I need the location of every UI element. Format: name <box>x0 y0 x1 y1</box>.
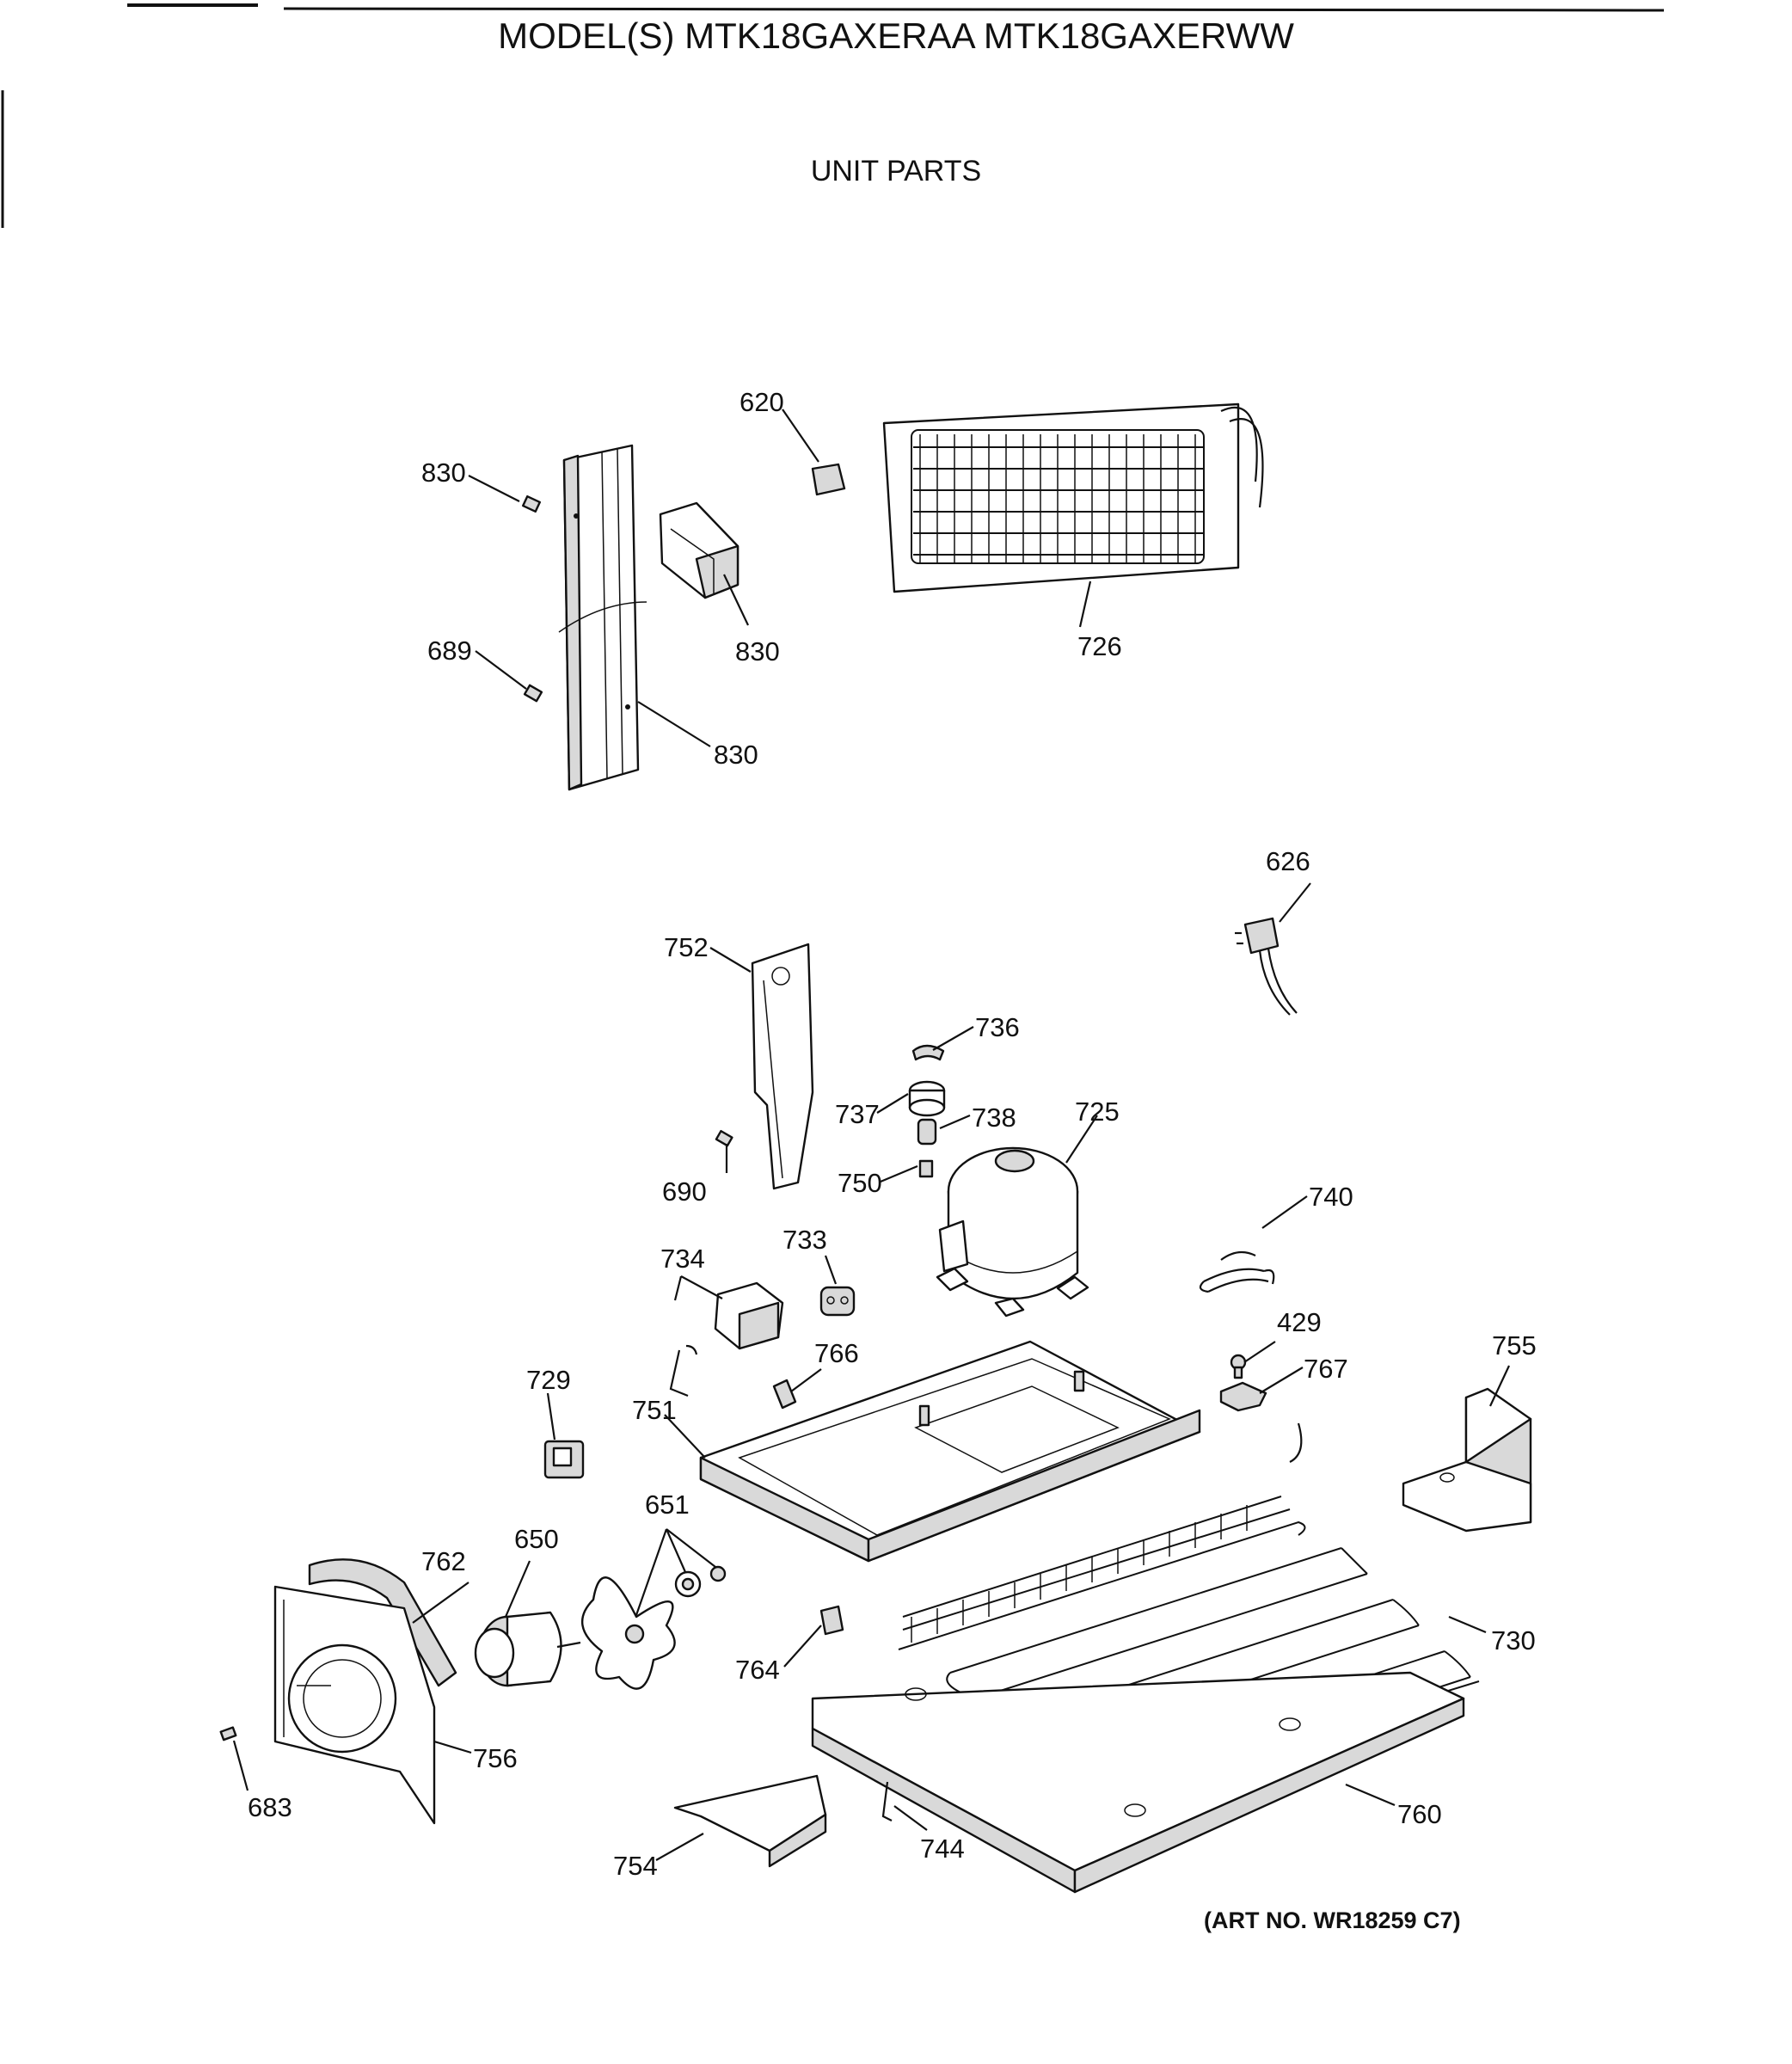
part-756-fan-shroud <box>273 1585 436 1825</box>
callout-683: 683 <box>248 1792 292 1822</box>
part-620-clip <box>811 463 846 496</box>
part-690-screw <box>715 1129 733 1147</box>
part-830-channel <box>558 444 647 791</box>
part-767-clip <box>1219 1381 1267 1412</box>
callout-626: 626 <box>1266 846 1310 876</box>
part-651-fan-blade <box>581 1576 676 1690</box>
callout-830-screw: 830 <box>421 458 466 488</box>
part-733-overload <box>819 1286 856 1317</box>
callout-738: 738 <box>972 1103 1016 1133</box>
part-751-base-tray <box>699 1340 1201 1563</box>
callout-736: 736 <box>975 1012 1020 1042</box>
callout-756: 756 <box>473 1743 518 1773</box>
part-830-screw <box>522 494 541 513</box>
callout-429: 429 <box>1277 1307 1322 1337</box>
callout-689: 689 <box>427 636 472 666</box>
callout-740: 740 <box>1309 1182 1353 1212</box>
callout-752: 752 <box>664 932 709 962</box>
callout-651: 651 <box>645 1490 690 1520</box>
callout-620: 620 <box>740 387 784 417</box>
art-number: (ART NO. WR18259 C7) <box>1204 1907 1461 1933</box>
callout-830-relay: 830 <box>735 636 780 666</box>
callout-744: 744 <box>920 1834 965 1864</box>
callout-726: 726 <box>1077 631 1122 661</box>
callout-750: 750 <box>838 1168 882 1198</box>
callout-734: 734 <box>660 1244 705 1274</box>
part-737-grommet <box>908 1080 946 1117</box>
model-title: MODEL(S) MTK18GAXERAA MTK18GAXERWW <box>498 15 1294 56</box>
part-754-bracket <box>673 1774 827 1868</box>
part-752-bracket <box>751 943 814 1190</box>
callout-751: 751 <box>632 1395 677 1425</box>
part-755-bracket <box>1402 1387 1532 1533</box>
part-683-screw <box>219 1726 237 1742</box>
callout-764: 764 <box>735 1655 780 1685</box>
part-830-relay <box>659 501 740 599</box>
callout-690: 690 <box>662 1176 707 1207</box>
part-738-sleeve <box>917 1118 937 1146</box>
part-762-gasket <box>308 1558 457 1687</box>
callout-755: 755 <box>1492 1330 1537 1361</box>
part-736-clip <box>911 1044 945 1061</box>
part-689-screw <box>523 684 543 703</box>
part-650-fan-motor <box>474 1611 581 1687</box>
callout-766: 766 <box>814 1338 859 1368</box>
callout-729: 729 <box>526 1365 571 1395</box>
callout-830-channel: 830 <box>714 740 758 770</box>
callout-733: 733 <box>782 1225 827 1255</box>
callout-737: 737 <box>835 1099 880 1129</box>
callout-762: 762 <box>421 1546 466 1576</box>
callout-725: 725 <box>1075 1096 1120 1127</box>
part-626-power-cord <box>1235 917 1298 1016</box>
part-740-clamp <box>1199 1250 1275 1293</box>
callout-767: 767 <box>1304 1354 1348 1384</box>
part-744-clip <box>881 1781 893 1821</box>
part-750-bolt <box>918 1159 934 1178</box>
part-729-capacitor <box>543 1440 585 1479</box>
callout-650: 650 <box>514 1524 559 1554</box>
leader-lines <box>232 408 1510 1861</box>
part-760-drain-pan <box>811 1671 1465 1894</box>
callout-760: 760 <box>1397 1799 1442 1829</box>
part-764-clip <box>819 1605 844 1636</box>
callout-754: 754 <box>613 1851 658 1881</box>
part-766-clip <box>772 1379 797 1410</box>
part-734-relay <box>669 1281 784 1398</box>
part-726-evaporator <box>882 402 1264 593</box>
top-rule <box>283 7 1665 12</box>
part-725-compressor <box>936 1146 1089 1318</box>
part-651-fan-hardware <box>674 1565 727 1598</box>
part-429-screw <box>1230 1354 1247 1379</box>
section-title: UNIT PARTS <box>810 155 982 187</box>
callout-730: 730 <box>1491 1625 1536 1656</box>
